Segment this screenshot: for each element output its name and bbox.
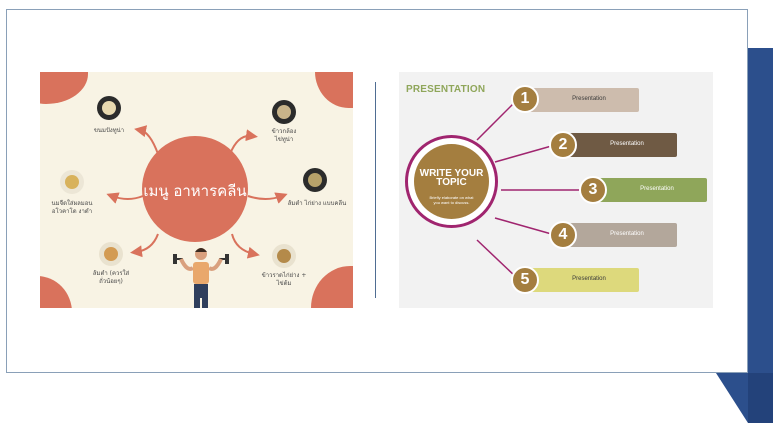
- menu-item-label: ส้มตำ (ควรใส่ ถั่วน้อยๆ): [92, 270, 130, 285]
- topic-title: WRITE YOUR TOPIC: [419, 168, 484, 188]
- presentation-bar-1[interactable]: [523, 88, 639, 112]
- topic-circle: [414, 144, 489, 219]
- presentation-bar-2[interactable]: [561, 133, 677, 157]
- presentation-label-1: Presentation: [572, 96, 606, 102]
- number-badge-3: 3: [579, 176, 607, 204]
- arrow-bottom-right: [231, 233, 260, 259]
- connector-line-1: [476, 99, 518, 141]
- presentation-bar-4[interactable]: [561, 223, 677, 247]
- weightlifter-illustration: [173, 248, 229, 308]
- menu-item-label: ขนมปังทูน่า: [93, 127, 125, 134]
- ribbon-fold-shadow: [748, 373, 773, 423]
- arrow-top-right: [229, 129, 258, 155]
- connector-lines: [476, 99, 585, 279]
- menu-item-label: ส้มตำ ไก่ย่าง แบบคลีน: [287, 200, 347, 207]
- number-badge-2: 2: [549, 131, 577, 159]
- presentation-bar-3[interactable]: [591, 178, 707, 202]
- presentation-label-5: Presentation: [572, 276, 606, 282]
- menu-item-label: ข้าวกล้อง ไข่ทูน่า: [271, 128, 297, 143]
- presentation-bar-5[interactable]: [523, 268, 639, 292]
- connector-line-2: [494, 144, 556, 163]
- presentation-label-2: Presentation: [610, 141, 644, 147]
- smoothie-bowl-icon: [60, 170, 84, 194]
- presentation-label-4: Presentation: [610, 231, 644, 237]
- menu-center-circle: [142, 136, 248, 242]
- sandwich-bowl-icon: [97, 96, 121, 120]
- arrow-left: [106, 192, 144, 204]
- arrow-top-left: [134, 125, 159, 155]
- presentation-label-3: Presentation: [640, 186, 674, 192]
- clean-food-menu-slide[interactable]: เมนู อาหารคลีน ขนมปังทูน่า ข้าวกล้อง ไข่…: [40, 72, 353, 308]
- menu-item-label: ข้าวราดไก่ย่าง + ไข่ต้ม: [261, 272, 307, 287]
- grilled-chicken-plate-icon: [272, 244, 296, 268]
- ribbon-decoration: [748, 48, 773, 378]
- arrow-right: [247, 192, 288, 204]
- salad-bowl-icon: [303, 168, 327, 192]
- connector-line-4: [494, 217, 556, 236]
- number-badge-4: 4: [549, 221, 577, 249]
- menu-title: เมนู อาหารคลีน: [143, 182, 247, 200]
- vertical-divider: [375, 82, 376, 298]
- ribbon-fold: [716, 373, 748, 423]
- papaya-salad-plate-icon: [99, 242, 123, 266]
- arrow-bottom-left: [130, 233, 159, 258]
- presentation-infographic-slide[interactable]: PRESENTATION WRITE YOUR TOPIC Briefly el…: [399, 72, 713, 308]
- topic-subtitle: Briefly elaborate on what you want to di…: [429, 195, 474, 205]
- connector-line-5: [476, 239, 518, 279]
- presentation-heading: PRESENTATION: [406, 84, 486, 95]
- menu-item-label: นมจืดใส่ผลมอน อโวคาโด งาดำ: [51, 200, 93, 215]
- number-badge-5: 5: [511, 266, 539, 294]
- number-badge-1: 1: [511, 85, 539, 113]
- rice-bowl-icon: [272, 100, 296, 124]
